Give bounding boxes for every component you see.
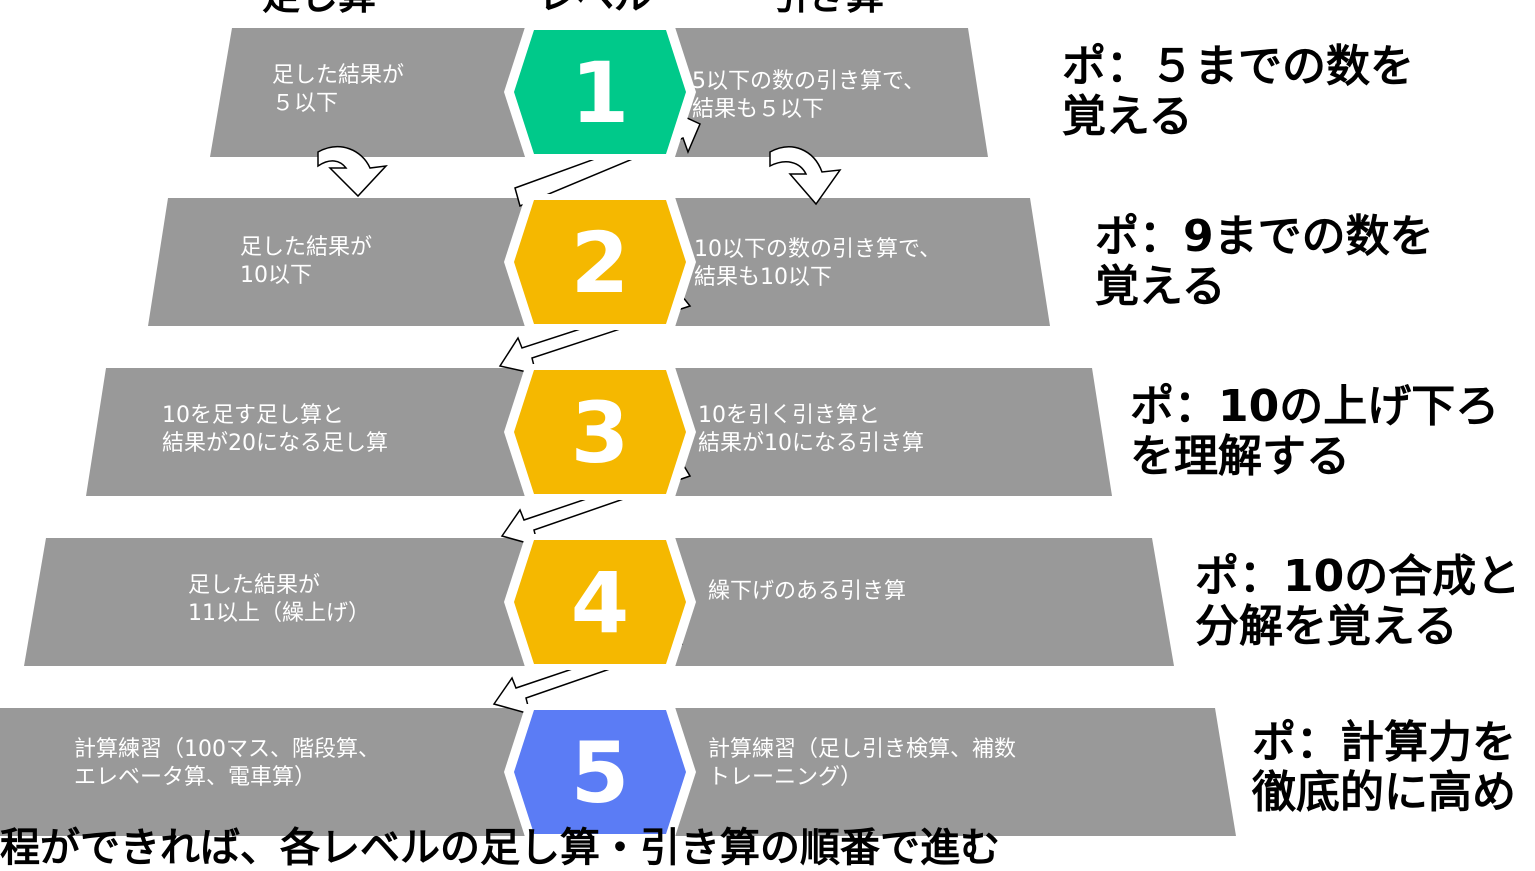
level-5-addition-label: 計算練習（100マス、階段算、 エレベータ算、電車算） xyxy=(74,737,380,790)
header-level: レベル xyxy=(538,0,652,16)
level-2-hex xyxy=(514,200,686,324)
level-4-addition-label: 足した結果が 11以上（繰上げ） xyxy=(188,573,370,626)
level-1-number: 1 xyxy=(571,44,629,142)
level-2-addition-label: 足した結果が 10以下 xyxy=(240,235,373,288)
level-1-addition-label: 足した結果が ５以下 xyxy=(272,63,405,116)
header-addition: 足し算 xyxy=(262,0,376,16)
header-subtraction: 引き算 xyxy=(770,0,884,16)
level-3-point: ポ：10の上げ下ろ を理解する xyxy=(1130,381,1500,482)
level-1-subtraction-label: 5以下の数の引き算で、 結果も５以下 xyxy=(692,69,926,122)
level-3-addition-label: 10を足す足し算と 結果が20になる足し算 xyxy=(162,403,388,456)
level-3-hex xyxy=(514,370,686,494)
level-5-subtraction-label: 計算練習（足し引き検算、補数 トレーニング） xyxy=(708,737,1017,790)
level-3-number: 3 xyxy=(571,384,629,482)
level-5-hex xyxy=(514,710,686,834)
level-1-hex xyxy=(514,30,686,154)
level-1-point: ポ：５までの数を 覚える xyxy=(1062,41,1414,142)
level-2-point: ポ：9までの数を 覚える xyxy=(1095,211,1434,312)
level-4-hex xyxy=(514,540,686,664)
arrow-addition-down xyxy=(317,146,388,198)
diagram-shapes: 1 2 3 4 5 xyxy=(0,28,1236,836)
level-2-number: 2 xyxy=(571,214,629,312)
level-4-point: ポ：10の合成と 分解を覚える xyxy=(1195,551,1521,652)
level-4-subtraction-label: 繰下げのある引き算 xyxy=(708,579,907,604)
arrow-subtraction-down xyxy=(769,146,842,206)
level-5-number: 5 xyxy=(571,724,629,822)
level-2-subtraction-label: 10以下の数の引き算で、 結果も10以下 xyxy=(694,237,942,290)
level-5-point: ポ：計算力を 徹底的に高め xyxy=(1252,717,1516,818)
level-4-number: 4 xyxy=(571,554,629,652)
level-3-subtraction-label: 10を引く引き算と 結果が10になる引き算 xyxy=(698,403,924,456)
footer-note: 程ができれば、各レベルの足し算・引き算の順番で進む xyxy=(0,825,1000,871)
